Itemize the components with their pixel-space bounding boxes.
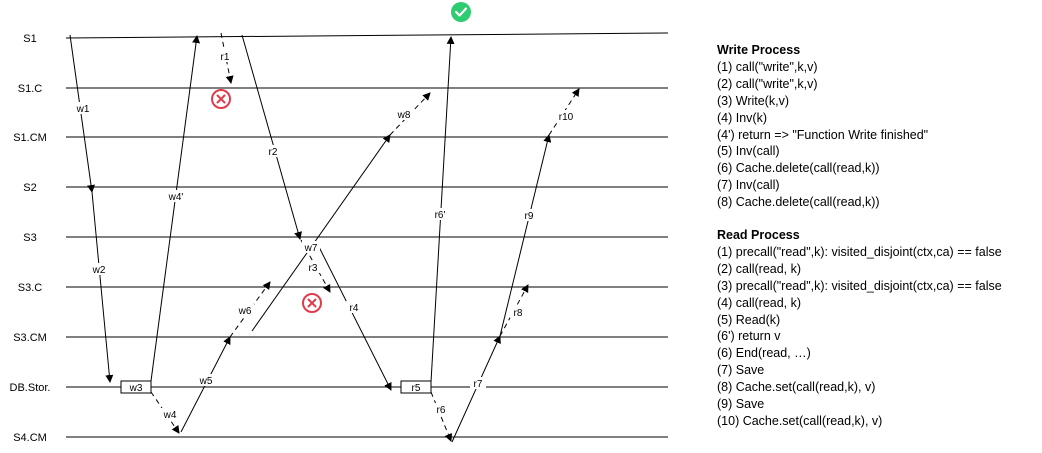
arrow-r4 xyxy=(317,244,392,391)
box-w3-label: w3 xyxy=(129,383,143,394)
storage-boxes: w3 r5 xyxy=(120,380,432,394)
label-w4-prime: w4' xyxy=(168,192,184,203)
read-process-title: Read Process xyxy=(717,228,800,242)
x-circle-icon xyxy=(211,89,231,109)
label-r3: r3 xyxy=(309,263,318,274)
lane-label-s1: S1 xyxy=(23,33,36,45)
label-r4: r4 xyxy=(350,303,359,314)
arrow-r9 xyxy=(499,134,552,337)
write-step: (8) Cache.delete(call(read,k)) xyxy=(717,195,880,210)
box-r5 xyxy=(400,380,432,394)
write-step: (4') return => "Function Write finished" xyxy=(717,127,929,142)
label-w2: w2 xyxy=(92,265,106,276)
read-step: (5) Read(k) xyxy=(717,312,781,327)
arrow-w4-prime xyxy=(150,35,201,382)
label-r2: r2 xyxy=(269,147,278,158)
read-step: (9) Save xyxy=(717,397,765,412)
write-step: (5) Inv(call) xyxy=(717,144,780,159)
read-step: (10) Cache.set(call(read,k), v) xyxy=(717,413,883,428)
read-step: (8) Cache.set(call(read,k), v) xyxy=(717,380,876,395)
label-r7: r7 xyxy=(474,379,483,390)
write-step: (2) call("write",k,v) xyxy=(717,76,818,91)
label-w7: w7 xyxy=(304,243,318,254)
label-w6: w6 xyxy=(238,306,252,317)
x-circle-icon xyxy=(302,293,322,313)
arrow-w6 xyxy=(229,281,271,338)
label-w4: w4 xyxy=(163,410,177,421)
arrow-r2 xyxy=(241,34,302,240)
lane-labels: S1 S1.C S1.CM S2 S3 S3.C S3.CM DB.Stor. … xyxy=(10,33,51,444)
read-step: (2) call(read, k) xyxy=(717,261,802,276)
lane-label-db-stor: DB.Stor. xyxy=(10,382,51,394)
message-labels: w1 w2 w4 w4' w5 w6 w7 w8 r1 r2 r3 r4 r6 … xyxy=(74,50,577,421)
write-process-title: Write Process xyxy=(717,43,801,57)
read-step: (7) Save xyxy=(717,363,765,378)
label-r6: r6 xyxy=(437,405,446,416)
write-step: (3) Write(k,v) xyxy=(717,93,789,108)
write-process-legend: Write Process (1) call("write",k,v) (2) … xyxy=(717,42,928,211)
arrow-w7 xyxy=(251,134,391,332)
arrow-r6 xyxy=(430,391,453,442)
sequence-diagram: S1 S1.C S1.CM S2 S3 S3.C S3.CM DB.Stor. … xyxy=(10,2,669,444)
box-r5-label: r5 xyxy=(412,383,421,394)
lane-label-s3-cm: S3.CM xyxy=(13,332,47,344)
read-step: (3) precall("read",k): visited_disjoint(… xyxy=(717,278,1002,293)
lane-label-s1-cm: S1.CM xyxy=(13,132,47,144)
label-r10: r10 xyxy=(559,112,574,123)
read-step: (4) call(read, k) xyxy=(717,295,802,310)
label-r6-prime: r6' xyxy=(435,210,446,221)
box-w3 xyxy=(120,380,152,394)
write-step: (6) Cache.delete(call(read,k)) xyxy=(717,161,880,176)
lane-label-s3-c: S3.C xyxy=(18,282,43,294)
lane-line-s1 xyxy=(65,32,669,39)
label-r1: r1 xyxy=(221,52,230,63)
label-r9: r9 xyxy=(525,211,534,222)
arrow-w2 xyxy=(91,191,114,383)
read-step: (1) precall("read",k): visited_disjoint(… xyxy=(717,244,1002,259)
read-step: (6) End(read, …) xyxy=(717,346,811,361)
label-w8: w8 xyxy=(397,110,411,121)
lane-label-s1-c: S1.C xyxy=(18,83,43,95)
lane-label-s2: S2 xyxy=(23,182,36,194)
check-circle-icon xyxy=(451,2,471,22)
label-w5: w5 xyxy=(199,376,213,387)
lane-label-s4-cm: S4.CM xyxy=(13,432,47,444)
write-step: (4) Inv(k) xyxy=(717,110,767,125)
label-w1: w1 xyxy=(76,104,90,115)
read-process-legend: Read Process (1) precall("read",k): visi… xyxy=(717,227,1002,430)
read-step: (6') return v xyxy=(717,329,781,344)
lane-lines xyxy=(65,32,669,438)
write-step: (1) call("write",k,v) xyxy=(717,59,818,74)
write-step: (7) Inv(call) xyxy=(717,178,780,193)
label-r8: r8 xyxy=(514,308,523,319)
lane-label-s3: S3 xyxy=(23,232,36,244)
